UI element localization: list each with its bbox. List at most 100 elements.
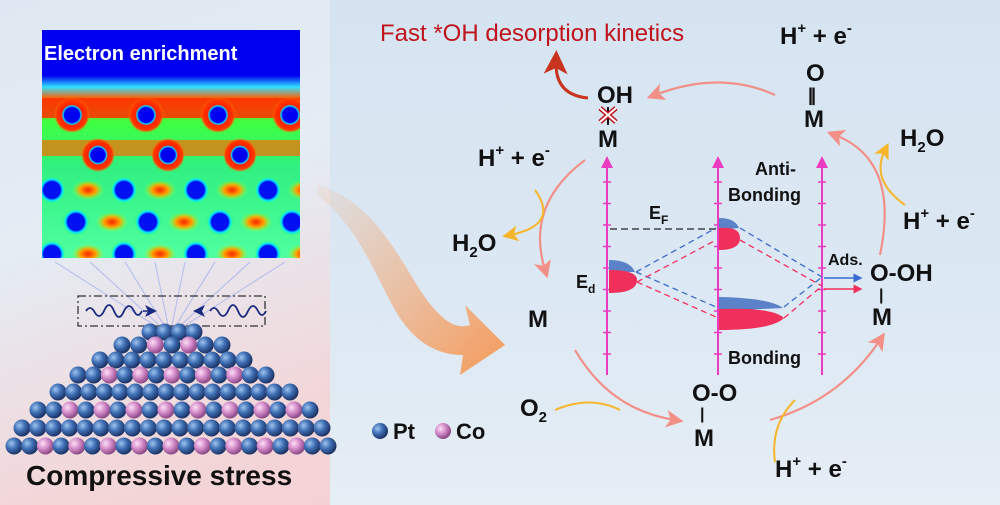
projection-lines xyxy=(54,261,286,336)
heatmap-hotspot xyxy=(200,97,236,133)
co-atom xyxy=(61,401,79,419)
species-ooh-metal: M xyxy=(872,304,892,331)
co-atom xyxy=(100,366,118,384)
pt-atom xyxy=(45,401,63,419)
pt-atom xyxy=(155,419,173,437)
pt-atom xyxy=(29,419,47,437)
heatmap-hotspot xyxy=(128,97,164,133)
heatmap-warmspot xyxy=(144,180,176,200)
fermi-level-label: EF xyxy=(649,203,669,227)
pt-atom xyxy=(107,351,125,369)
pt-atom xyxy=(237,401,255,419)
pt-atom xyxy=(139,419,157,437)
bonding-label: Bonding xyxy=(728,348,801,368)
species-ooh: O-OH xyxy=(870,260,933,287)
heatmap-coldspot xyxy=(326,240,354,268)
pt-atom xyxy=(115,437,133,455)
pt-atom xyxy=(297,419,315,437)
pt-atom xyxy=(139,351,157,369)
broken-bond-icon xyxy=(598,106,618,125)
pt-atom xyxy=(281,383,299,401)
pt-atom xyxy=(92,419,110,437)
heatmap-warmspot xyxy=(384,212,416,232)
ptco-nanoparticle xyxy=(5,323,337,455)
heatmap-coldspot xyxy=(62,208,90,236)
electron-density-heatmap xyxy=(42,30,416,268)
co-atom xyxy=(162,437,180,455)
pt-atom xyxy=(203,419,220,437)
pt-atom xyxy=(65,383,82,401)
pt-atom xyxy=(141,323,159,341)
adsorption-label: Ads. xyxy=(828,252,863,269)
orbital-dashed-lines xyxy=(635,227,823,319)
pt-atom xyxy=(156,323,174,341)
pt-atom xyxy=(111,383,129,401)
pt-atom xyxy=(171,419,189,437)
heatmap-coldspot xyxy=(206,208,234,236)
orbital-lobes xyxy=(609,218,784,330)
double-bond: || xyxy=(808,85,816,105)
pt-atom xyxy=(196,336,214,354)
proton-electron-right: H+ + e- xyxy=(903,205,975,235)
species-o-metal: M xyxy=(804,106,824,133)
pt-atom xyxy=(319,437,337,455)
big-transition-arrow xyxy=(318,185,505,375)
heatmap-coldspot xyxy=(42,240,66,258)
co-atom xyxy=(132,366,150,384)
pt-atom xyxy=(241,437,258,455)
pt-atom xyxy=(210,366,228,384)
heatmap-hotspot xyxy=(272,97,300,133)
pt-atom xyxy=(219,383,237,401)
pt-atom xyxy=(203,351,221,369)
pt-atom xyxy=(250,419,268,437)
co-atom xyxy=(285,401,303,419)
co-atom xyxy=(225,437,243,455)
co-atom xyxy=(253,401,271,419)
bonding-spin-down xyxy=(719,308,784,330)
legend-pt-label: Pt xyxy=(393,419,415,444)
pt-atom xyxy=(188,383,206,401)
pt-atom xyxy=(313,419,331,437)
pt-atom xyxy=(157,383,175,401)
pt-atom xyxy=(250,383,268,401)
anti-bonding-label-2: Bonding xyxy=(728,185,801,205)
pt-atom xyxy=(163,336,181,354)
pt-atom xyxy=(109,401,127,419)
co-atom xyxy=(221,401,239,419)
pt-atom xyxy=(130,336,148,354)
compressive-stress-label: Compressive stress xyxy=(26,460,293,491)
heatmap-coldspot xyxy=(254,176,282,204)
anti-bonding-label-1: Anti- xyxy=(755,159,796,179)
legend-co-sphere xyxy=(435,423,451,439)
pt-atom xyxy=(185,323,203,341)
pt-atom xyxy=(80,383,98,401)
heatmap-warmspot xyxy=(144,244,176,258)
proton-electron-left: H+ + e- xyxy=(478,142,550,172)
antibonding-spin-down xyxy=(719,227,740,250)
species-oh: OH xyxy=(597,82,633,109)
water-left: H2O xyxy=(452,230,497,261)
pt-atom xyxy=(85,366,103,384)
compressive-wave-box xyxy=(77,295,267,327)
co-atom xyxy=(189,401,207,419)
heatmap-warmspot xyxy=(96,212,128,232)
pt-atom xyxy=(108,419,126,437)
bonding-spin-up xyxy=(719,297,783,311)
heatmap-coldspot xyxy=(182,240,210,258)
d-band-spin-down xyxy=(609,270,637,293)
cycle-arrows xyxy=(534,81,886,428)
ooh-bond: | xyxy=(879,287,884,304)
pt-atom xyxy=(76,419,94,437)
pt-atom xyxy=(235,383,253,401)
d-band-center-label: Ed xyxy=(576,272,596,296)
co-atom xyxy=(194,366,212,384)
species-m-bare: M xyxy=(528,306,548,333)
desorption-arrow xyxy=(543,50,589,100)
pt-atom xyxy=(142,383,160,401)
pt-atom xyxy=(5,437,23,455)
heatmap-warmspot xyxy=(72,180,104,200)
pt-atom xyxy=(116,366,134,384)
arrow-left-icon xyxy=(193,305,205,317)
heatmap-warmspot xyxy=(216,180,248,200)
